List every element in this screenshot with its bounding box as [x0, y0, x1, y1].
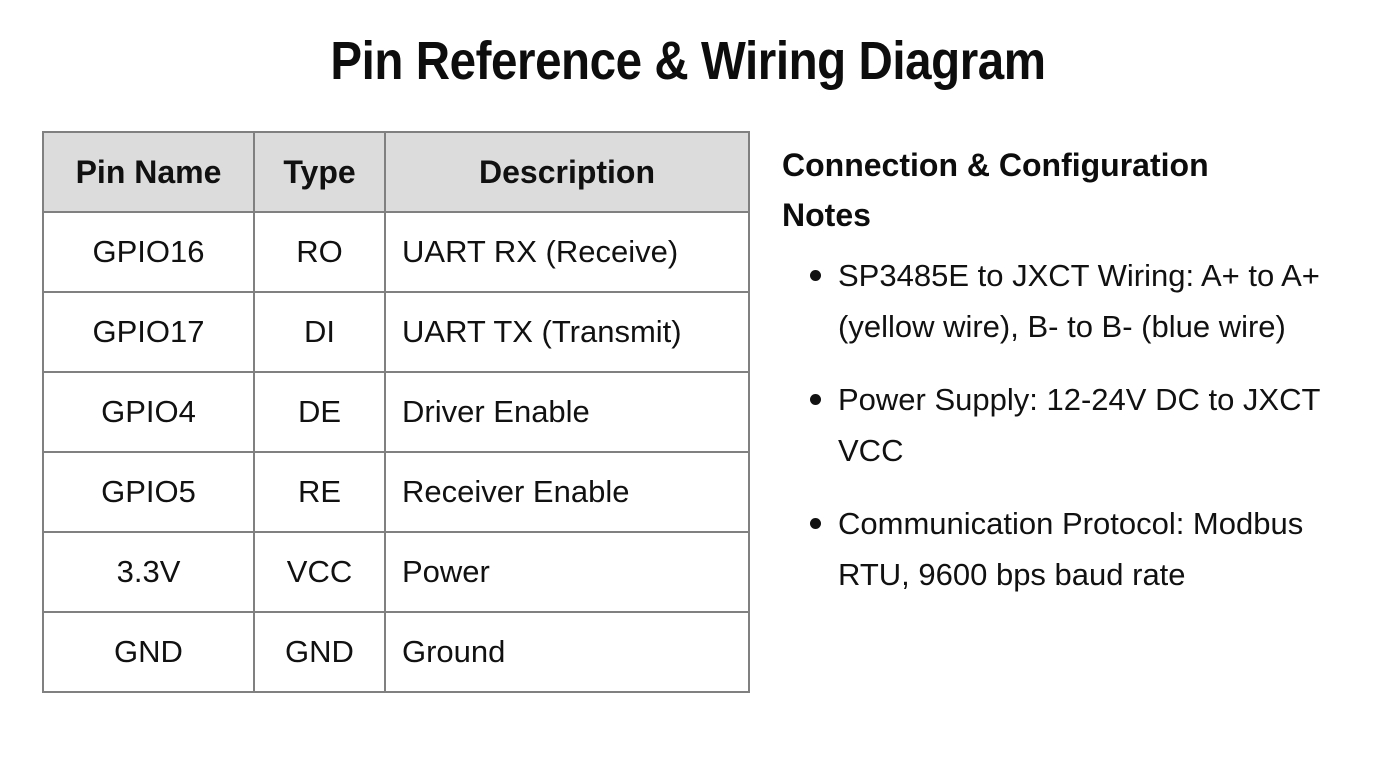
- pin-reference-table: Pin Name Type Description GPIO16 RO UART…: [42, 131, 750, 693]
- list-item-text: SP3485E to JXCT Wiring: A+ to A+ (yellow…: [838, 258, 1320, 344]
- table-row: GPIO17 DI UART TX (Transmit): [42, 291, 750, 373]
- cell-description: Driver Enable: [384, 371, 750, 453]
- cell-pin-name: GND: [42, 611, 255, 693]
- cell-pin-name: GPIO17: [42, 291, 255, 373]
- cell-pin-name: GPIO4: [42, 371, 255, 453]
- list-item-text: Communication Protocol: Modbus RTU, 9600…: [838, 506, 1304, 592]
- table-row: GPIO4 DE Driver Enable: [42, 371, 750, 453]
- table-row: GPIO5 RE Receiver Enable: [42, 451, 750, 533]
- table-row: GPIO16 RO UART RX (Receive): [42, 211, 750, 293]
- list-item: SP3485E to JXCT Wiring: A+ to A+ (yellow…: [782, 250, 1342, 352]
- cell-type: DI: [253, 291, 386, 373]
- cell-description: UART TX (Transmit): [384, 291, 750, 373]
- cell-type: GND: [253, 611, 386, 693]
- pin-reference-table-container: Pin Name Type Description GPIO16 RO UART…: [42, 131, 750, 693]
- notes-heading: Connection & Configuration Notes: [782, 147, 1209, 233]
- column-header-description: Description: [384, 131, 750, 213]
- cell-type: VCC: [253, 531, 386, 613]
- column-header-type: Type: [253, 131, 386, 213]
- cell-pin-name: 3.3V: [42, 531, 255, 613]
- table-header: Pin Name Type Description: [42, 131, 750, 213]
- list-item-text: Power Supply: 12-24V DC to JXCT VCC: [838, 382, 1320, 468]
- table-row: 3.3V VCC Power: [42, 531, 750, 613]
- cell-pin-name: GPIO16: [42, 211, 255, 293]
- table-row: GND GND Ground: [42, 611, 750, 693]
- cell-type: RO: [253, 211, 386, 293]
- cell-type: RE: [253, 451, 386, 533]
- connection-notes-panel: Connection & Configuration Notes SP3485E…: [782, 140, 1342, 622]
- cell-description: Power: [384, 531, 750, 613]
- table-header-row: Pin Name Type Description: [42, 131, 750, 213]
- cell-description: UART RX (Receive): [384, 211, 750, 293]
- notes-list: SP3485E to JXCT Wiring: A+ to A+ (yellow…: [782, 250, 1342, 600]
- bullet-dot-icon: [810, 394, 821, 405]
- cell-type: DE: [253, 371, 386, 453]
- list-item: Power Supply: 12-24V DC to JXCT VCC: [782, 374, 1342, 476]
- page-title: Pin Reference & Wiring Diagram: [330, 31, 1046, 91]
- table-body: GPIO16 RO UART RX (Receive) GPIO17 DI UA…: [42, 211, 750, 693]
- list-item: Communication Protocol: Modbus RTU, 9600…: [782, 498, 1342, 600]
- column-header-pin-name: Pin Name: [42, 131, 255, 213]
- cell-description: Receiver Enable: [384, 451, 750, 533]
- cell-description: Ground: [384, 611, 750, 693]
- cell-pin-name: GPIO5: [42, 451, 255, 533]
- bullet-dot-icon: [810, 518, 821, 529]
- bullet-dot-icon: [810, 270, 821, 281]
